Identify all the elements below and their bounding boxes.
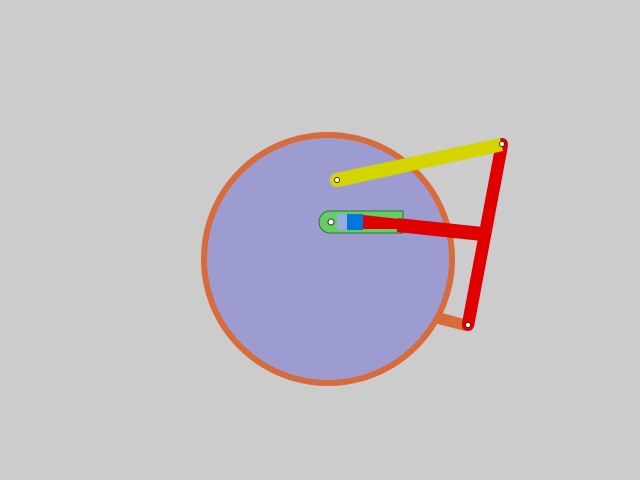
rotating-disc[interactable] [201,132,455,386]
slider-arm[interactable] [363,215,400,229]
connecting-link[interactable] [397,218,483,241]
slider-block[interactable] [347,214,363,230]
rocker-link[interactable] [462,142,508,327]
coupler-link[interactable] [336,138,503,187]
rocker-top-pin[interactable] [499,141,505,147]
rim-bracket [434,312,468,331]
slider-block-light[interactable] [337,214,347,230]
rocker-bottom-pin[interactable] [465,322,471,328]
coupler-left-pin[interactable] [334,177,340,183]
slider-guide-pin[interactable] [327,218,335,226]
